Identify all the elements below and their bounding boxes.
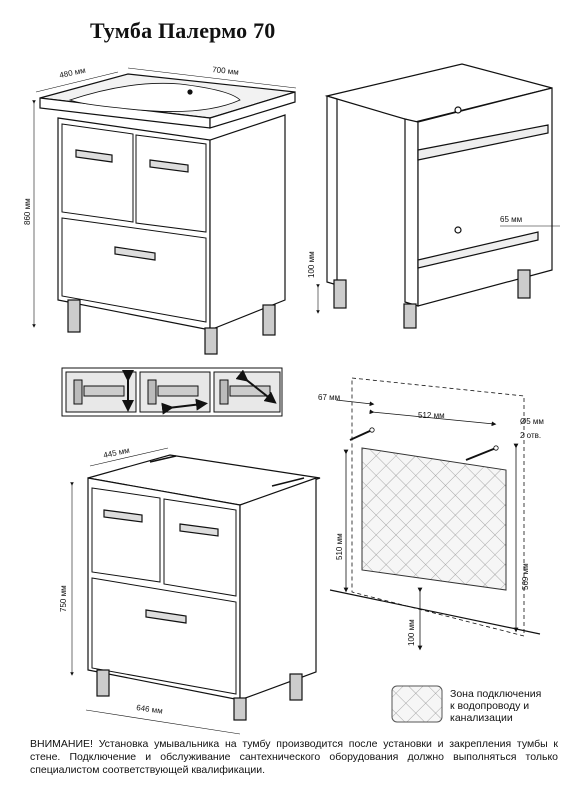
hinge-adjustment-strip [61, 367, 283, 417]
legend-line-3: канализации [450, 712, 513, 724]
dim-height-total: 860 мм [23, 198, 32, 225]
legend-line-1: Зона подключения [450, 688, 542, 700]
connection-zone-legend: Зона подключения к водопроводу и канализ… [450, 688, 541, 724]
hinge-adjust-depth-icon [213, 369, 281, 413]
dim-depth-top: 480 мм [59, 66, 87, 80]
installation-warning: ВНИМАНИЕ! Установка умывальника на тумбу… [30, 738, 558, 776]
hinge-adjust-horizontal-icon [139, 371, 211, 415]
page-title: Тумба Палермо 70 [90, 18, 276, 43]
dim-zone-top: 569 мм [521, 563, 530, 590]
hinge-adjust-vertical-icon [65, 370, 137, 413]
dim-frame-offset: 65 мм [500, 215, 522, 224]
dim-height-body: 750 мм [59, 585, 68, 612]
legend-line-2: к водопроводу и [450, 700, 530, 712]
dim-width-top: 700 мм [212, 65, 239, 77]
dim-zone-height: 510 мм [335, 533, 344, 560]
wall-mounting-drawing [329, 377, 541, 651]
dim-zone-bottom: 100 мм [407, 619, 416, 646]
dim-hole-diameter: Ø5 мм [520, 417, 544, 426]
dim-hole-count: 2 отв. [520, 431, 541, 440]
dim-width-body: 646 мм [136, 703, 164, 716]
cabinet-body-drawing [70, 447, 321, 735]
dim-hole-spacing: 512 мм [418, 411, 445, 420]
dim-side-offset: 67 мм [318, 393, 340, 402]
cabinet-frame-drawing [316, 63, 560, 329]
cabinet-with-basin-drawing [32, 67, 297, 355]
connection-zone-legend-swatch [391, 685, 443, 723]
dim-leg-height: 100 мм [307, 251, 316, 278]
